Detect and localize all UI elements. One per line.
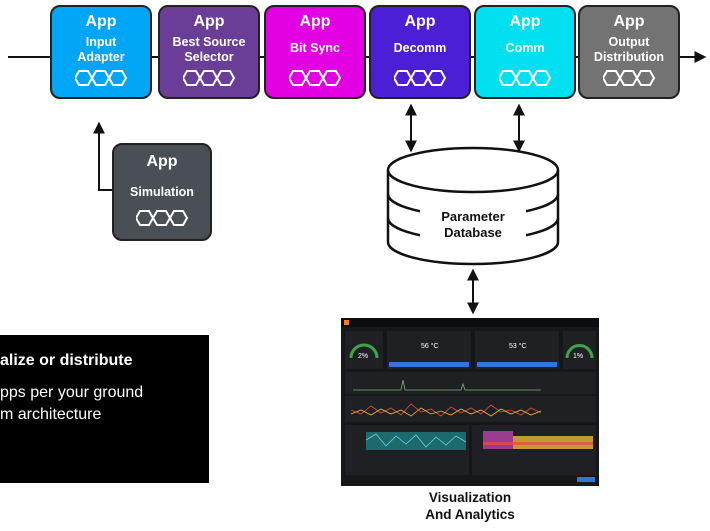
hexagon-chain-icon xyxy=(371,70,469,91)
dashboard-screenshot: 2% 56 °C 53 °C 1% xyxy=(341,318,599,486)
app-decomm: App Decomm xyxy=(369,5,471,99)
dashboard-stat-1: 56 °C xyxy=(421,343,439,350)
dashboard-stat-2: 53 °C xyxy=(509,343,527,350)
visualization-caption: Visualization And Analytics xyxy=(370,489,570,523)
simulation-arrow xyxy=(93,121,112,191)
database-label-line2: Database xyxy=(444,225,502,240)
app-header: App xyxy=(613,13,645,30)
hexagon-chain-icon xyxy=(52,70,150,91)
dashboard-graphics xyxy=(341,318,599,482)
callout-heading: alize or distribute xyxy=(0,352,133,369)
callout-line2: m architecture xyxy=(0,406,102,423)
callout-line1: pps per your ground xyxy=(0,384,144,401)
dashboard-gauge-left: 2% xyxy=(358,353,369,360)
app-name: Bit Sync xyxy=(289,41,340,55)
app-bit-sync: App Bit Sync xyxy=(264,5,366,99)
app-name: Comm xyxy=(505,41,545,55)
hexagon-chain-icon xyxy=(114,210,210,231)
app-header: App xyxy=(85,13,117,30)
visualization-caption-line2: And Analytics xyxy=(425,507,515,522)
app-simulation: App Simulation xyxy=(112,143,212,241)
app-comm: App Comm xyxy=(474,5,576,99)
hexagon-chain-icon xyxy=(160,70,258,91)
hexagon-chain-icon xyxy=(580,70,678,91)
hexagon-chain-icon xyxy=(476,70,574,91)
callout-body: pps per your ground m architecture xyxy=(0,382,143,426)
app-name: Simulation xyxy=(130,185,194,199)
database-label: Parameter Database xyxy=(420,209,526,241)
app-header: App xyxy=(404,13,436,30)
parameter-database-cylinder xyxy=(386,146,560,266)
app-header: App xyxy=(299,13,331,30)
app-header: App xyxy=(509,13,541,30)
hexagon-chain-icon xyxy=(266,70,364,91)
dashboard-gauge-right: 1% xyxy=(573,353,584,360)
visualization-caption-line1: Visualization xyxy=(428,490,512,505)
app-header: App xyxy=(193,13,225,30)
app-header: App xyxy=(146,153,178,170)
callout-box: alize or distribute pps per your ground … xyxy=(0,335,209,483)
app-name: Decomm xyxy=(393,41,447,55)
database-label-line1: Parameter xyxy=(441,209,505,224)
